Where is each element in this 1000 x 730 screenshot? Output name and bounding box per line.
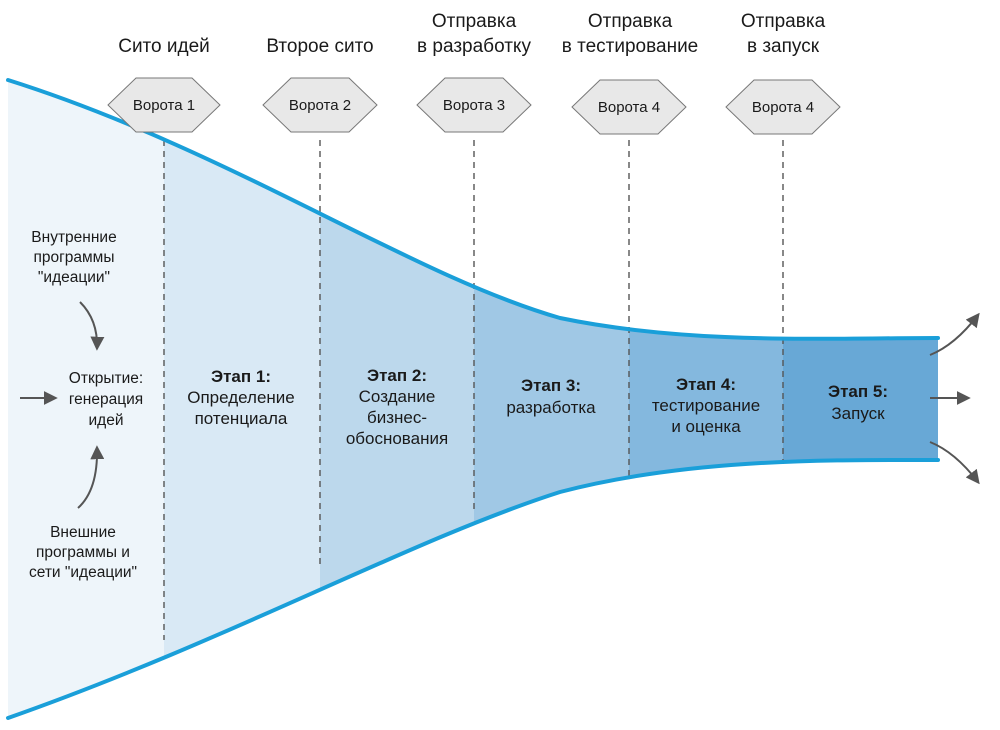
source-discovery: Открытие: генерация идей — [56, 368, 156, 431]
stage-4-title: Этап 4: — [676, 375, 736, 394]
gate-label-3: Ворота 3 — [443, 97, 505, 114]
gate-4: Ворота 4 — [571, 79, 687, 135]
stage-2-title: Этап 2: — [367, 366, 427, 385]
gates: Ворота 1 Ворота 2 Ворота 3 Ворота 4 Воро… — [107, 77, 841, 135]
stage-2-label: Этап 2: Создание бизнес- обоснования — [320, 365, 474, 449]
header-line: Отправка — [587, 11, 673, 32]
gate-diamond-3 — [416, 77, 532, 133]
gate-label-1: Ворота 1 — [133, 97, 195, 114]
header-line: Отправка — [431, 11, 517, 32]
source-line: Внешние — [50, 524, 116, 541]
gate-label-4: Ворота 4 — [598, 99, 660, 116]
gate-1: Ворота 1 — [107, 77, 221, 133]
gate-dashed-lines — [163, 140, 784, 640]
funnel-bottom-edge — [6, 457, 940, 720]
stage-line: Запуск — [831, 404, 885, 423]
header-line: в разработку — [417, 36, 531, 57]
source-line: Открытие: — [68, 370, 144, 387]
source-line: программы — [33, 249, 115, 266]
source-line: "идеации" — [37, 269, 111, 286]
header-second-sieve: Второе сито — [250, 34, 390, 59]
gate-diamond-1 — [107, 77, 221, 133]
arrow-out-down — [929, 441, 980, 485]
gate-2: Ворота 2 — [262, 77, 378, 133]
header-to-testing: Отправка в тестирование — [548, 9, 712, 59]
arrow-out-up — [929, 312, 980, 356]
stage-line: Определение — [187, 388, 295, 407]
source-line: программы и — [36, 544, 130, 561]
stage-5-label: Этап 5: Запуск — [783, 381, 933, 425]
stage-1-title: Этап 1: — [211, 367, 271, 386]
source-line: генерация — [68, 391, 144, 408]
source-internal-programs: Внутренние программы "идеации" — [14, 228, 134, 288]
gate-3: Ворота 3 — [416, 77, 532, 133]
source-line: идей — [88, 412, 124, 429]
stage-line: потенциала — [194, 409, 288, 428]
header-line: Второе сито — [266, 36, 374, 57]
stage-5-title: Этап 5: — [828, 382, 888, 401]
header-line: Отправка — [740, 11, 826, 32]
header-line: Сито идей — [118, 36, 210, 57]
gate-diamond-4 — [571, 79, 687, 135]
stage-line: и оценка — [671, 417, 741, 436]
source-line: Внутренние — [31, 229, 117, 246]
header-to-launch: Отправка в запуск — [718, 9, 848, 59]
stage-line: Создание — [358, 387, 436, 406]
header-to-development: Отправка в разработку — [399, 9, 549, 59]
stage-line: обоснования — [345, 429, 449, 448]
gate-diamond-5 — [725, 79, 841, 135]
stage-line: разработка — [506, 398, 596, 417]
header-line: в тестирование — [561, 36, 699, 57]
stage-line: бизнес- — [366, 408, 428, 427]
header-line: в запуск — [746, 36, 820, 57]
stage-4-label: Этап 4: тестирование и оценка — [629, 374, 783, 437]
gate-label-5: Ворота 4 — [752, 99, 814, 116]
arrow-internal-down — [79, 301, 105, 351]
arrow-external-up — [77, 445, 105, 509]
stage-3-label: Этап 3: разработка — [474, 375, 628, 419]
stage-line: тестирование — [651, 396, 761, 415]
source-line: сети "идеации" — [28, 564, 138, 581]
gate-diamond-2 — [262, 77, 378, 133]
arrows — [20, 301, 980, 509]
stage-3-title: Этап 3: — [521, 376, 581, 395]
source-external-programs: Внешние программы и сети "идеации" — [14, 523, 152, 583]
funnel-top-edge — [6, 78, 940, 341]
gate-5: Ворота 4 — [725, 79, 841, 135]
gate-label-2: Ворота 2 — [289, 97, 351, 114]
header-ideas-sieve: Сито идей — [104, 34, 224, 59]
stage-1-label: Этап 1: Определение потенциала — [166, 366, 316, 429]
